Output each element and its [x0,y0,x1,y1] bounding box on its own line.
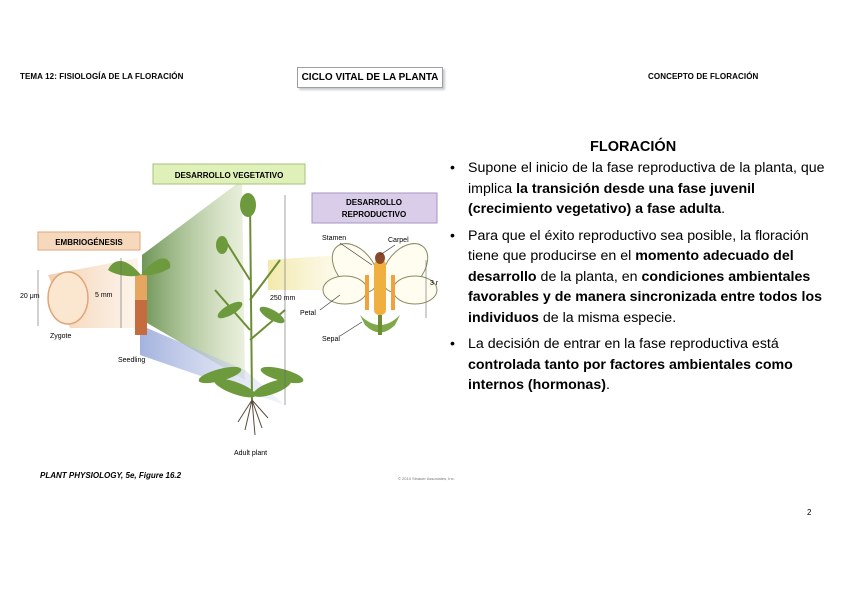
bullet-2-text: Para que el éxito reproductivo sea posib… [468,227,809,265]
yellow-cone [268,255,340,290]
bullet-icon: • [450,227,455,244]
figure-caption: PLANT PHYSIOLOGY, 5e, Figure 16.2 [40,471,182,480]
zygote-label: Zygote [50,333,72,340]
vegetative-label-box [152,163,306,185]
bullet-item-1: • Supone el inicio de la fase reproducti… [450,158,828,220]
bullet-1-text: Supone el inicio de la fase reproductiva… [468,160,825,197]
bullet-2-text-2: de la planta, en [536,268,642,285]
bullet-icon: • [450,336,455,352]
embryo-label-box [37,231,141,251]
flower [322,243,438,335]
header-right-concept: CONCEPTO DE FLORACIÓN [648,72,759,81]
size-5mm-label: 5 mm [95,292,113,299]
adult-plant-label: Adult plant [234,450,267,457]
reproductive-label-line2: REPRODUCTIVO [342,210,406,219]
reproductive-label-line1: DESARROLLO [346,198,402,207]
reproductive-label-box [311,192,438,224]
content-title: FLORACIÓN [590,139,677,155]
seedling-leaf-left [108,260,141,277]
petal-label: Petal [300,310,316,317]
embryo-label: EMBRIOGÉNESIS [55,238,123,247]
bullet-3-end: . [605,377,610,393]
zygote-cell [47,271,89,325]
sepal-label: Sepal [322,336,340,343]
bullet-1-bold: la transición desde una fase juvenil (cr… [468,180,755,218]
figure-copyright: © 2010 Sinauer Associates, Inc. [398,476,455,481]
bullet-2-end: de la misma especie. [538,309,677,326]
plant-life-cycle-figure: DESARROLLO VEGETATIVO DESARROLLO REPRODU… [20,163,439,457]
vegetative-label: DESARROLLO VEGETATIVO [175,171,284,180]
bullet-3-bold: controlada tanto por factores ambientale… [468,356,793,394]
seedling-leaf-right [141,258,171,276]
bullet-list: • Supone el inicio de la fase reproducti… [450,158,828,402]
bullet-1-end: . [721,201,726,217]
stamen-label: Stamen [322,235,346,242]
bullet-3-text: La decisión de entrar en la fase reprodu… [468,336,779,352]
size-250mm-label: 250 mm [270,295,295,302]
slide-title-box: CICLO VITAL DE LA PLANTA [297,67,443,88]
bullet-2-bold-2: condiciones ambientales favorables y de … [468,268,823,326]
green-cone [142,180,245,380]
size-20um-label: 20 μm [20,293,40,300]
bullet-2-bold-1: momento adecuado del desarrollo [468,248,794,285]
blue-cone [140,325,285,405]
bullet-item-3: • La decisión de entrar en la fase repro… [450,334,828,396]
bullet-icon: • [450,160,455,176]
size-3-label: 3 r [430,280,439,287]
bullet-item-2: • Para que el éxito reproductivo sea pos… [450,226,828,329]
carpel-label: Carpel [388,237,409,244]
slide-title: CICLO VITAL DE LA PLANTA [301,72,439,83]
seedling-label: Seedling [118,357,145,364]
page-number: 2 [807,508,812,517]
header-left-topic: TEMA 12: FISIOLOGÍA DE LA FLORACIÓN [20,72,184,81]
